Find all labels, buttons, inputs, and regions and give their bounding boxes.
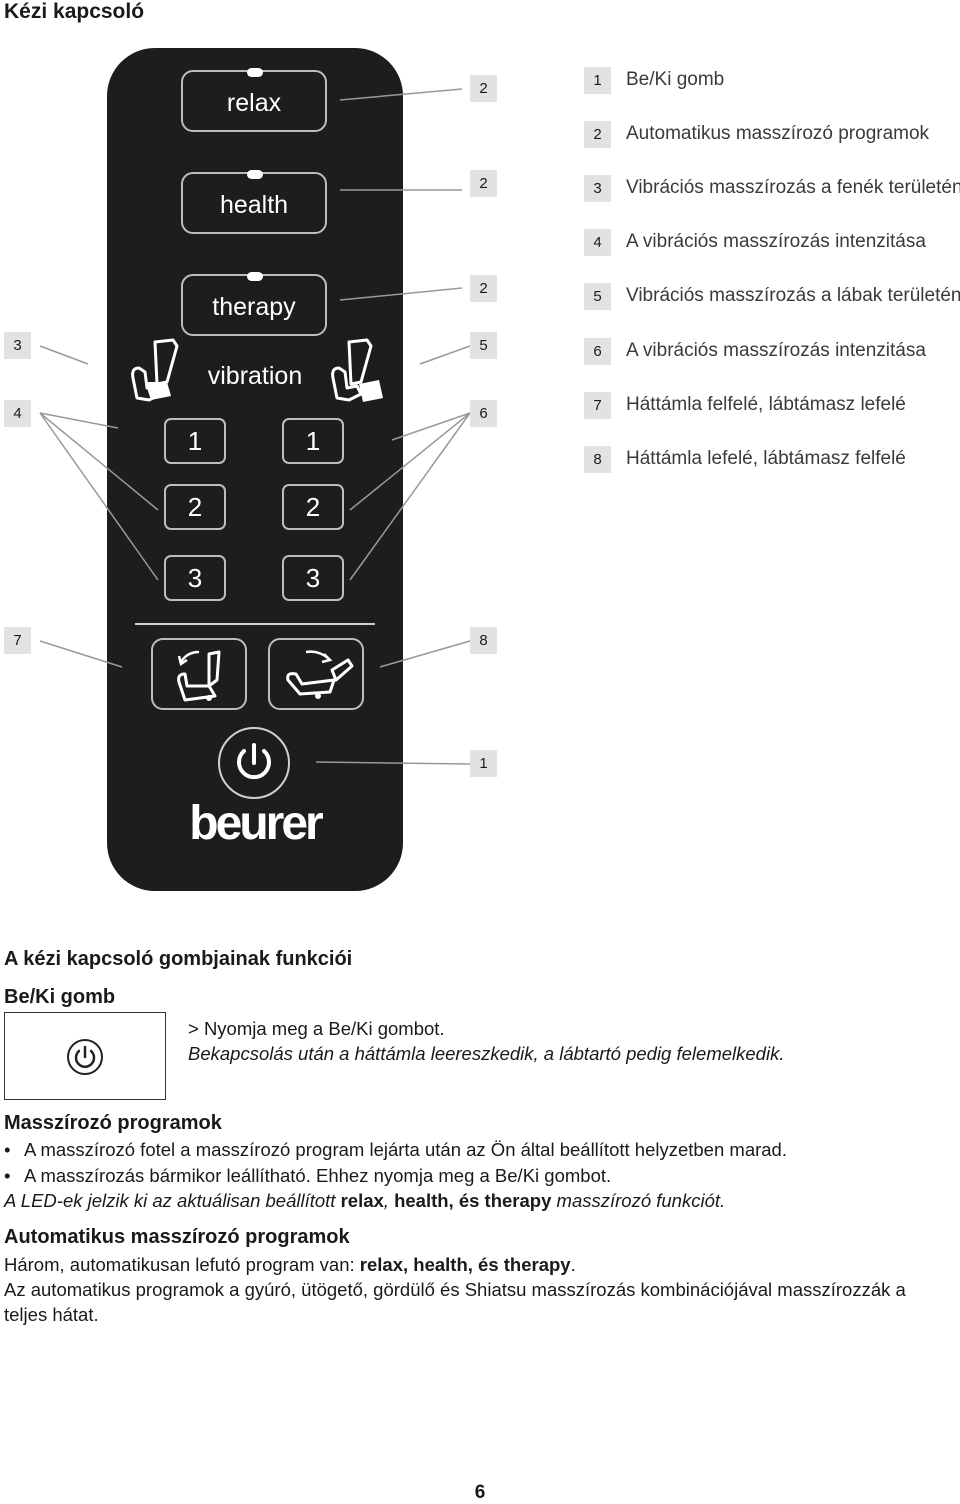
seat-vibration-chair-icon [131,338,179,402]
legend-text: Vibrációs masszírozás a lábak területén [626,285,960,306]
remote-divider [135,623,375,625]
health-button[interactable]: health [181,170,327,234]
backrest-up-icon [177,650,221,702]
backrest-down-icon [286,650,354,699]
led-note: A LED-ek jelzik ki az aktuálisan beállít… [4,1190,726,1211]
auto-programs-description: Az automatikus programok a gyúró, ütöget… [4,1279,906,1325]
callout-program-relax: 2 [470,75,497,102]
left-intensity-3-button[interactable]: 3 [164,555,226,601]
vibration-label: vibration [207,362,303,390]
power-icon [237,743,271,780]
legend-text: Háttámla lefelé, lábtámasz felfelé [626,448,906,469]
right-intensity-1-button[interactable]: 1 [282,418,344,464]
bullet-text: A masszírozás bármikor leállítható. Ehhe… [24,1165,612,1186]
brand-logo: beurer [189,797,323,850]
relax-label: relax [226,89,282,117]
legend-text: Automatikus masszírozó programok [626,123,930,144]
legend-text: Háttámla felfelé, lábtámasz lefelé [626,394,906,415]
callout-seat-vibration: 3 [4,332,31,359]
power-description: Bekapcsolás után a háttámla leereszkedik… [188,1043,785,1064]
therapy-button[interactable]: therapy [181,272,327,336]
legend-text: Be/Ki gomb [626,69,725,90]
list-item: •A masszírozó fotel a masszírozó program… [4,1139,787,1160]
legend-number: 6 [584,338,611,365]
callout-leader-lines [39,88,471,765]
programs-heading: Masszírozó programok [4,1112,222,1134]
backrest-down-button[interactable] [268,638,364,710]
callout-leg-vibration: 5 [470,332,497,359]
callout-power: 1 [470,750,497,777]
auto-programs-list: Három, automatikusan lefutó program van:… [4,1254,576,1275]
page-number: 6 [474,1482,486,1503]
remote-control: relax health therapy vibration 1 2 3 1 2… [107,48,403,891]
health-led [247,170,263,179]
callout-backrest-down: 8 [470,627,497,654]
right-intensity-3-button[interactable]: 3 [282,555,344,601]
auto-programs-heading: Automatikus masszírozó programok [4,1226,350,1248]
page-title: Kézi kapcsoló [4,0,145,23]
callout-program-therapy: 2 [470,275,497,302]
legend-text: A vibrációs masszírozás intenzitása [626,340,926,361]
legend-text: Vibrációs masszírozás a fenék területén [626,177,960,198]
left-intensity-2-button[interactable]: 2 [164,484,226,530]
leg-vibration-chair-icon [331,338,383,402]
health-label: health [219,191,289,219]
legend-number: 1 [584,67,611,94]
legend-number: 4 [584,229,611,256]
list-item: •A masszírozás bármikor leállítható. Ehh… [4,1165,612,1186]
therapy-label: therapy [212,293,296,321]
legend-number: 7 [584,392,611,419]
therapy-led [247,272,263,281]
left-intensity-1-button[interactable]: 1 [164,418,226,464]
callout-seat-intensity: 4 [4,400,31,427]
relax-led [247,68,263,77]
power-button[interactable] [218,727,290,799]
legend-number: 5 [584,283,611,310]
callout-leg-intensity: 6 [470,400,497,427]
legend-number: 2 [584,121,611,148]
power-illustration-box [4,1012,166,1100]
relax-button[interactable]: relax [181,68,327,132]
legend-text: A vibrációs masszírozás intenzitása [626,231,926,252]
bullet-text: A masszírozó fotel a masszírozó program … [24,1139,787,1160]
callout-backrest-up: 7 [4,627,31,654]
legend-number: 3 [584,175,611,202]
callout-program-health: 2 [470,170,497,197]
right-intensity-2-button[interactable]: 2 [282,484,344,530]
power-icon [67,1039,103,1075]
power-instruction: > Nyomja meg a Be/Ki gombot. [188,1018,445,1039]
backrest-up-button[interactable] [151,638,247,710]
functions-heading: A kézi kapcsoló gombjainak funkciói [4,948,353,970]
power-heading: Be/Ki gomb [4,986,116,1008]
legend-number: 8 [584,446,611,473]
